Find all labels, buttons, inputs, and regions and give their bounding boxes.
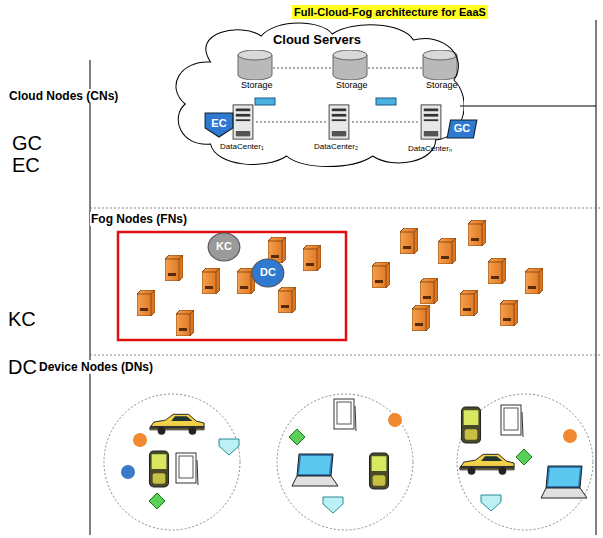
role-label: KC — [8, 308, 36, 331]
storage-label: Storage — [426, 80, 458, 90]
storage-label: Storage — [241, 80, 273, 90]
kc-circle: KC — [207, 232, 241, 262]
kc-circle-text: KC — [207, 232, 241, 252]
diagram-title: Full-Cloud-Fog architecture for EaaS — [292, 5, 488, 19]
datacenter-label: DataCenter₂ — [314, 142, 358, 151]
gc-badge: GC — [446, 118, 478, 140]
dc-circle-text: DC — [251, 258, 285, 278]
dc-circle: DC — [251, 258, 285, 288]
cloud-region-text: Cloud Servers — [170, 22, 464, 47]
storage-label: Storage — [336, 80, 368, 90]
datacenter-label: DataCenter₁ — [220, 142, 264, 151]
ec-badge: EC — [204, 110, 234, 138]
datacenter-label: DataCenterₙ — [408, 142, 452, 153]
ec-badge-text: EC — [204, 110, 234, 129]
role-label: GC — [12, 132, 42, 155]
layer-label: Cloud Nodes (CNs) — [8, 89, 119, 103]
layer-label: Device Nodes (DNs) — [38, 360, 154, 374]
layer-label: Fog Nodes (FNs) — [90, 212, 188, 226]
role-label: EC — [12, 154, 40, 177]
gc-badge-text: GC — [446, 118, 478, 134]
role-label: DC — [8, 356, 37, 379]
